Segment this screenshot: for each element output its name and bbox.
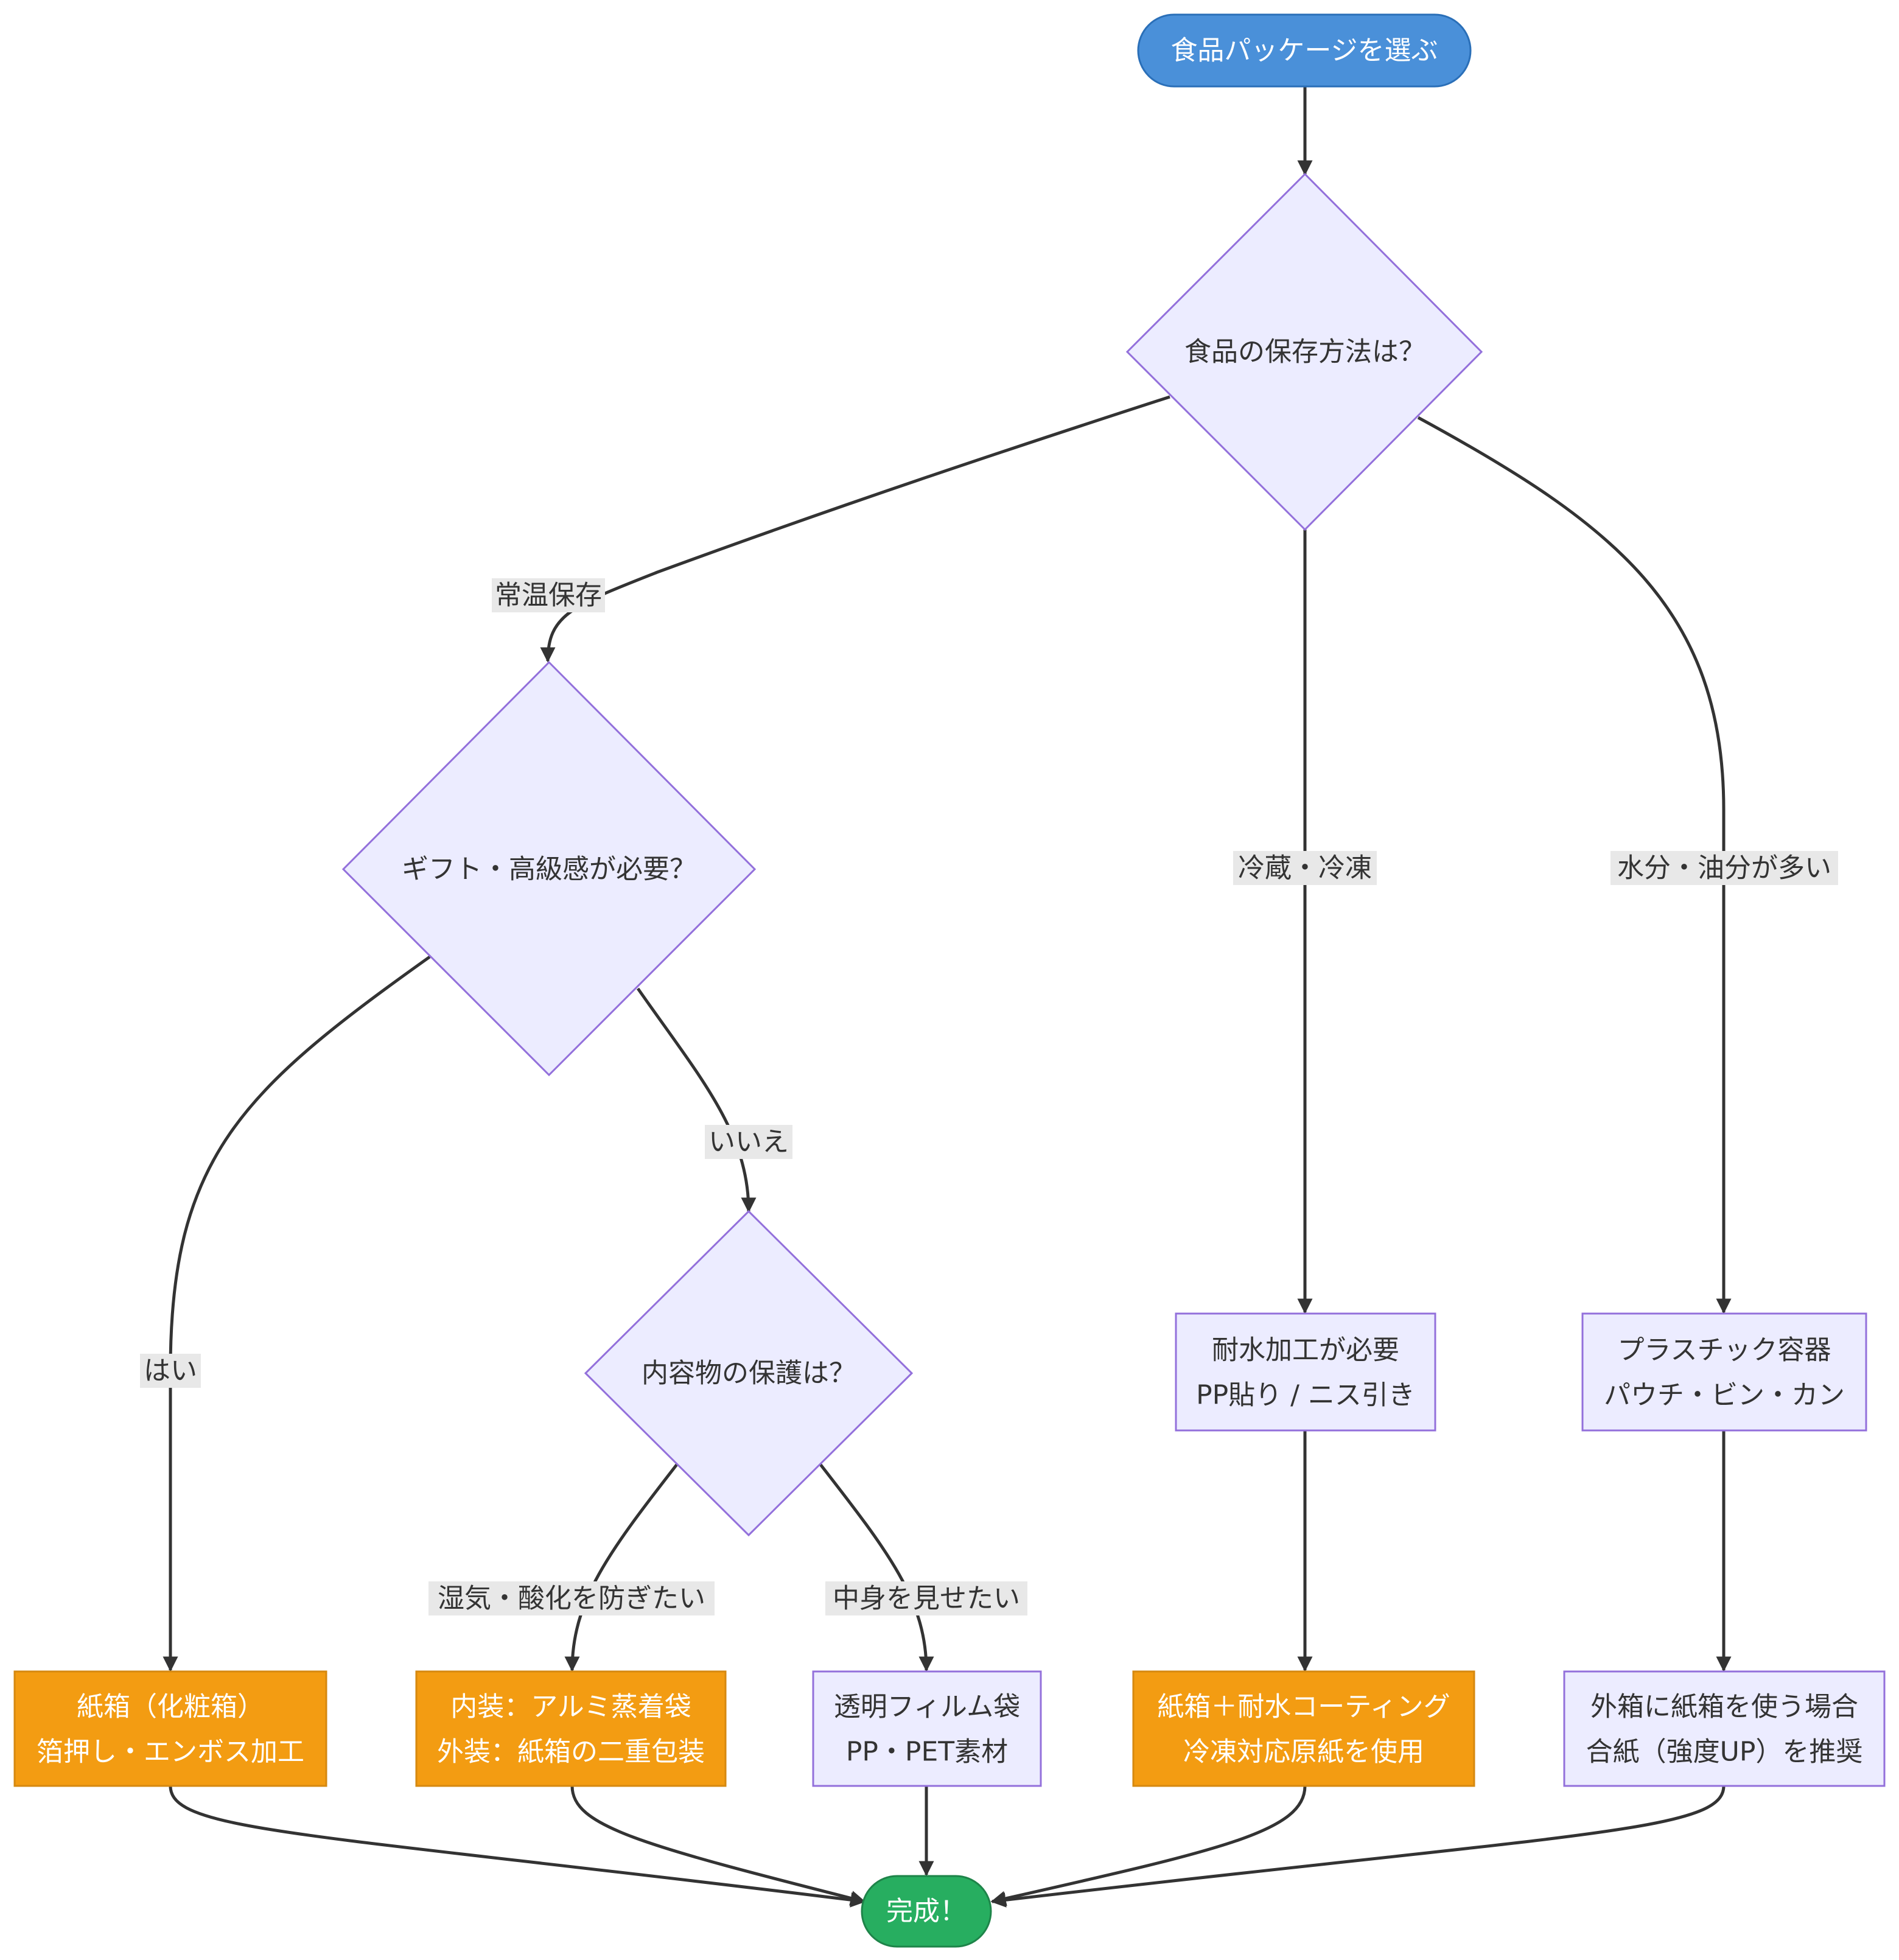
edge-label-bg-visible [825, 1581, 1027, 1615]
node-giftbox[interactable]: 紙箱（化粧箱） 箔押し・エンボス加工 [13, 1670, 327, 1787]
edge-label-bg-no [705, 1125, 792, 1159]
edge-label-humidity: 湿気・酸化を防ぎたい [438, 1583, 705, 1614]
coating-box [1132, 1670, 1475, 1787]
node-outer[interactable]: 外箱に紙箱を使う場合 合紙（強度UP）を推奨 [1563, 1670, 1886, 1787]
film-line2: PP・PET素材 [846, 1737, 1008, 1768]
edge-outer-to-end [990, 1785, 1726, 1908]
giftbox-box [13, 1670, 327, 1787]
edge-storage-to-gift [540, 395, 1170, 663]
edges [163, 85, 1732, 1908]
edge-storage-to-plastic [1417, 416, 1732, 1314]
waterproof-line2: PP貼り / ニス引き [1196, 1380, 1415, 1411]
node-q-storage[interactable]: 食品の保存方法は？ [1125, 172, 1483, 531]
end-terminal-shape [861, 1875, 992, 1948]
edge-label-cold: 冷蔵・冷凍 [1238, 853, 1372, 884]
edge-label-bg-humidity [428, 1581, 715, 1615]
alu-line1: 内装：アルミ蒸着袋 [450, 1692, 691, 1723]
node-coating[interactable]: 紙箱＋耐水コーティング 冷凍対応原紙を使用 [1132, 1670, 1475, 1787]
edge-label-moist: 水分・油分が多い [1617, 853, 1831, 884]
waterproof-line1: 耐水加工が必要 [1212, 1335, 1399, 1366]
node-start[interactable]: 食品パッケージを選ぶ [1137, 13, 1472, 88]
edge-label-bg-cold [1233, 851, 1377, 885]
giftbox-line2: 箔押し・エンボス加工 [37, 1737, 304, 1768]
outer-line2: 合紙（強度UP）を推奨 [1586, 1737, 1863, 1768]
start-terminal-shape [1137, 13, 1472, 88]
plastic-line2: パウチ・ビン・カン [1604, 1380, 1845, 1411]
edge-label-yes: はい [144, 1356, 197, 1387]
protect-decision-label: 内容物の保護は？ [642, 1358, 856, 1389]
edge-coating-to-end [990, 1785, 1307, 1906]
end-label: 完成！ [886, 1896, 967, 1927]
coating-line1: 紙箱＋耐水コーティング [1157, 1692, 1450, 1723]
edge-alu-to-end [570, 1785, 866, 1906]
alu-line2: 外装：紙箱の二重包装 [437, 1737, 705, 1768]
outer-box [1563, 1670, 1886, 1787]
edge-label-no: いいえ [708, 1127, 789, 1158]
node-plastic[interactable]: プラスチック容器 パウチ・ビン・カン [1581, 1312, 1867, 1432]
edge-label-visible: 中身を見せたい [833, 1583, 1020, 1614]
edge-label-bg-yes [140, 1354, 201, 1388]
plastic-box [1581, 1312, 1867, 1432]
edge-label-room-temp: 常温保存 [495, 580, 602, 611]
node-q-protect[interactable]: 内容物の保護は？ [584, 1209, 914, 1537]
node-waterproof[interactable]: 耐水加工が必要 PP貼り / ニス引き [1175, 1312, 1436, 1432]
edge-label-bg-room-temp [492, 578, 605, 612]
storage-decision-label: 食品の保存方法は？ [1184, 337, 1425, 368]
coating-line2: 冷凍対応原紙を使用 [1183, 1737, 1424, 1768]
edge-gift-to-giftbox [163, 955, 431, 1672]
protect-decision-diamond [584, 1209, 914, 1537]
edge-protect-to-film [819, 1463, 934, 1672]
film-box [812, 1670, 1042, 1787]
edge-label-bg-moist [1610, 851, 1838, 885]
edge-giftbox-to-end [169, 1785, 866, 1908]
edge-labels: 常温保存 冷蔵・冷凍 水分・油分が多い はい いいえ 湿気・酸化を防ぎたい 中身… [140, 578, 1838, 1615]
gift-decision-diamond [341, 660, 757, 1077]
node-film[interactable]: 透明フィルム袋 PP・PET素材 [812, 1670, 1042, 1787]
edge-gift-to-protect [636, 987, 757, 1213]
giftbox-line1: 紙箱（化粧箱） [77, 1692, 264, 1723]
storage-decision-diamond [1125, 172, 1483, 531]
node-end[interactable]: 完成！ [861, 1875, 992, 1948]
node-alu[interactable]: 内装：アルミ蒸着袋 外装：紙箱の二重包装 [415, 1670, 727, 1787]
plastic-line1: プラスチック容器 [1617, 1335, 1831, 1366]
alu-box [415, 1670, 727, 1787]
waterproof-box [1175, 1312, 1436, 1432]
outer-line1: 外箱に紙箱を使う場合 [1590, 1692, 1858, 1723]
film-line1: 透明フィルム袋 [834, 1692, 1020, 1723]
gift-decision-label: ギフト・高級感が必要？ [402, 854, 696, 885]
start-label: 食品パッケージを選ぶ [1170, 35, 1438, 66]
node-q-gift[interactable]: ギフト・高級感が必要？ [341, 660, 757, 1077]
edge-protect-to-alu [564, 1463, 678, 1672]
